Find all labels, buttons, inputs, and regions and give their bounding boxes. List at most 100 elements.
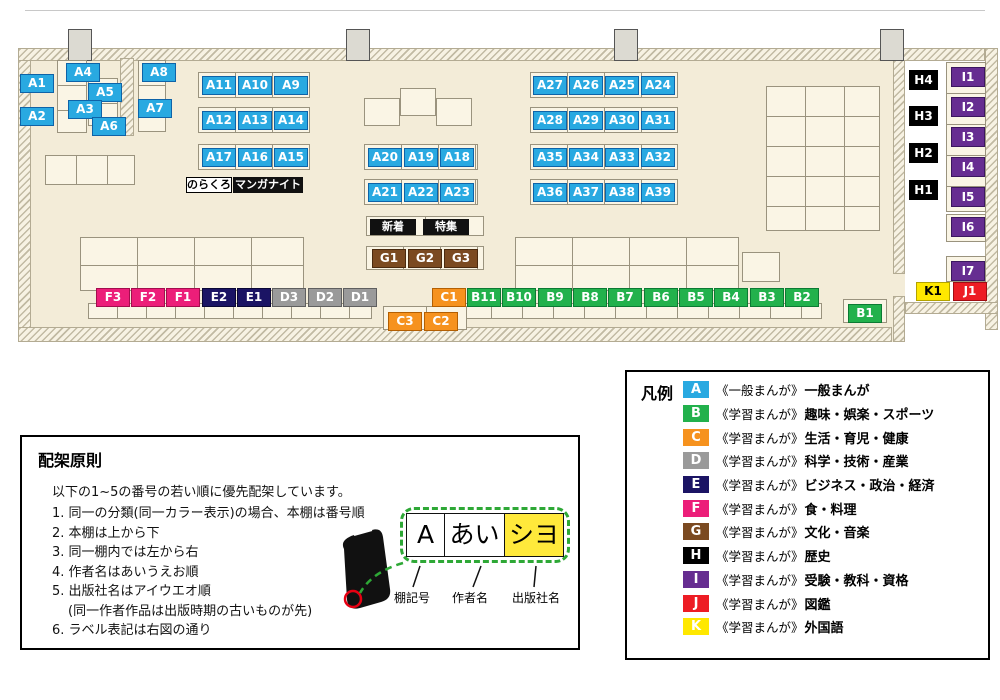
caption-author: 作者名 [452, 591, 489, 605]
shelf-label-A1: A1 [20, 74, 54, 93]
legend-category: ビジネス・政治・経済 [804, 479, 935, 495]
legend-series: 《学習まんが》 [716, 501, 804, 517]
shelf-label-A36: A36 [533, 183, 567, 202]
legend-rows: A 《一般まんが》 一般まんが B 《学習まんが》 趣味・娯楽・スポーツ C 《… [683, 378, 935, 639]
shelf-label-K1: K1 [916, 282, 950, 301]
wall-top-left-stub [120, 58, 134, 136]
shelf-label-A5: A5 [88, 83, 122, 102]
principles-rule: 2. 本棚は上から下 [52, 525, 160, 541]
shelf-label-A34: A34 [569, 148, 603, 167]
sign-new-arrivals: 新着 [370, 219, 416, 235]
pillar [880, 29, 904, 61]
shelf-label-B9: B9 [538, 288, 572, 307]
shelf-bank [436, 98, 472, 126]
legend-chip-H: H [683, 547, 709, 565]
legend-chip-F: F [683, 499, 709, 517]
shelf-label-A24: A24 [641, 76, 675, 95]
shelf-label-I6: I6 [951, 217, 985, 237]
legend-row: H 《学習まんが》 歴史 [683, 544, 935, 568]
legend-category: 文化・音楽 [804, 526, 870, 542]
label-example-shelf-code: A [407, 514, 445, 556]
shelf-label-B3: B3 [750, 288, 784, 307]
principles-rule: 3. 同一棚内では左から右 [52, 545, 199, 560]
shelf-label-A37: A37 [569, 183, 603, 202]
legend-series: 《学習まんが》 [716, 478, 804, 494]
label-pointer-dashed [358, 561, 404, 594]
shelf-label-B7: B7 [608, 288, 642, 307]
shelf-bank [45, 155, 135, 185]
shelf-bank [742, 252, 780, 282]
legend-chip-J: J [683, 594, 709, 612]
label-example: A あい シヨ [400, 507, 570, 563]
shelf-label-A38: A38 [605, 183, 639, 202]
legend-row: K 《学習まんが》 外国語 [683, 615, 935, 639]
shelf-label-A17: A17 [202, 148, 236, 167]
shelf-label-H3: H3 [909, 106, 938, 126]
shelf-label-norakuro: のらくろ [186, 177, 232, 193]
legend-category: 生活・育児・健康 [804, 431, 909, 447]
legend-row: I 《学習まんが》 受験・教科・資格 [683, 568, 935, 592]
principles-rules: 1. 同一の分類(同一カラー表示)の場合、本棚は番号順 2. 本棚は上から下 3… [52, 504, 365, 641]
shelf-label-A15: A15 [274, 148, 308, 167]
shelf-label-A29: A29 [569, 111, 603, 130]
shelf-counter [460, 303, 822, 319]
sign-featured: 特集 [423, 219, 469, 235]
legend-category: 外国語 [804, 621, 844, 637]
shelf-label-A33: A33 [605, 148, 639, 167]
principles-title: 配架原則 [38, 451, 103, 470]
book-icon [342, 529, 391, 609]
label-example-author: あい [445, 514, 505, 556]
shelf-label-B5: B5 [679, 288, 713, 307]
shelf-label-A31: A31 [641, 111, 675, 130]
shelf-bank [80, 237, 304, 291]
principles-rule-note: (同一作者作品は出版時期の古いものが先) [68, 603, 313, 619]
wall-left [18, 60, 31, 328]
legend-panel: 凡例 A 《一般まんが》 一般まんが B 《学習まんが》 趣味・娯楽・スポーツ … [625, 370, 990, 660]
shelf-label-H4: H4 [909, 70, 938, 90]
shelf-counter [88, 303, 372, 319]
shelf-label-A13: A13 [238, 111, 272, 130]
shelf-label-C1: C1 [432, 288, 466, 307]
shelf-label-A9: A9 [274, 76, 308, 95]
shelf-label-I1: I1 [951, 67, 985, 87]
wall-top [18, 48, 985, 61]
shelf-label-A30: A30 [605, 111, 639, 130]
shelf-label-A32: A32 [641, 148, 675, 167]
shelf-label-A10: A10 [238, 76, 272, 95]
shelf-label-A12: A12 [202, 111, 236, 130]
legend-chip-E: E [683, 476, 709, 494]
label-guide-graphic [342, 529, 537, 609]
label-position-circle [343, 589, 363, 609]
shelf-label-B8: B8 [573, 288, 607, 307]
shelf-label-A35: A35 [533, 148, 567, 167]
shelf-label-G2: G2 [408, 249, 442, 268]
legend-chip-B: B [683, 405, 709, 423]
shelf-label-A3: A3 [68, 100, 102, 119]
shelf-label-A14: A14 [274, 111, 308, 130]
shelf-label-F1: F1 [166, 288, 200, 307]
shelf-label-A7: A7 [138, 99, 172, 118]
shelf-label-C2: C2 [424, 312, 458, 331]
shelf-bank [364, 98, 400, 126]
shelf-label-F2: F2 [131, 288, 165, 307]
legend-series: 《一般まんが》 [716, 383, 804, 399]
shelf-label-F3: F3 [96, 288, 130, 307]
shelf-label-A11: A11 [202, 76, 236, 95]
shelf-label-A8: A8 [142, 63, 176, 82]
shelf-label-A27: A27 [533, 76, 567, 95]
legend-row: C 《学習まんが》 生活・育児・健康 [683, 425, 935, 449]
legend-category: 食・料理 [804, 502, 857, 518]
shelf-label-I5: I5 [951, 187, 985, 207]
shelf-label-B1: B1 [848, 304, 882, 323]
shelf-label-B11: B11 [467, 288, 501, 307]
pillar [614, 29, 638, 61]
shelf-label-D3: D3 [272, 288, 306, 307]
shelf-label-B10: B10 [502, 288, 536, 307]
legend-series: 《学習まんが》 [716, 596, 804, 612]
shelf-label-A19: A19 [404, 148, 438, 167]
legend-chip-C: C [683, 428, 709, 446]
legend-chip-K: K [683, 618, 709, 636]
shelf-label-D1: D1 [343, 288, 377, 307]
shelf-label-A39: A39 [641, 183, 675, 202]
